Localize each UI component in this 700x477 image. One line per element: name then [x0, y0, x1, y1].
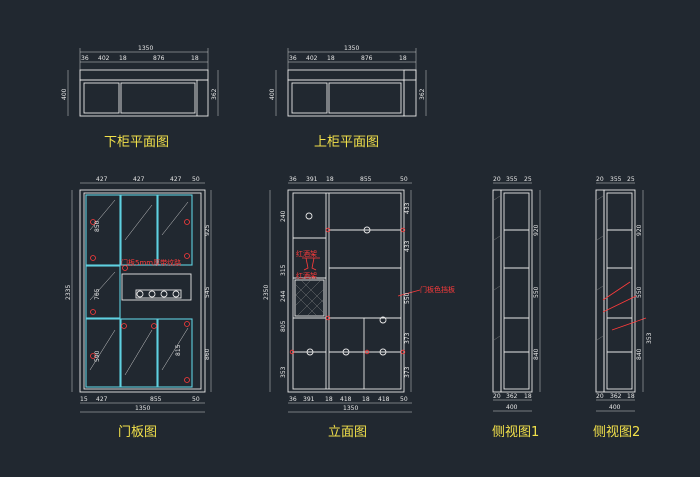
svg-text:20: 20 — [596, 393, 604, 400]
svg-text:18: 18 — [627, 393, 635, 400]
upper-plan-title: 上柜平面图 — [314, 135, 379, 150]
svg-text:418: 418 — [340, 396, 352, 403]
side-view-2: 20 355 25 920 550 840 353 20 362 18 400 … — [593, 176, 653, 440]
elevation-drawing: 36 391 18 855 50 红酒架 红酒架 — [263, 176, 455, 440]
svg-text:1350: 1350 — [344, 45, 359, 52]
svg-text:418: 418 — [378, 396, 390, 403]
svg-text:925: 925 — [204, 224, 211, 236]
svg-text:545: 545 — [204, 286, 211, 298]
svg-text:765: 765 — [94, 288, 101, 300]
svg-text:18: 18 — [191, 55, 199, 62]
svg-text:353: 353 — [646, 332, 653, 344]
svg-text:876: 876 — [361, 55, 373, 62]
svg-text:50: 50 — [400, 396, 408, 403]
svg-text:855: 855 — [360, 176, 372, 183]
svg-text:362: 362 — [610, 393, 622, 400]
svg-text:400: 400 — [609, 404, 621, 411]
svg-text:红酒架: 红酒架 — [296, 271, 317, 280]
door-title: 门板图 — [118, 425, 157, 440]
svg-text:391: 391 — [303, 396, 315, 403]
svg-text:18: 18 — [119, 55, 127, 62]
svg-text:240: 240 — [280, 210, 287, 222]
svg-text:1350: 1350 — [343, 405, 358, 412]
svg-text:920: 920 — [533, 224, 540, 236]
svg-text:402: 402 — [306, 55, 318, 62]
svg-text:355: 355 — [610, 176, 622, 183]
svg-text:402: 402 — [98, 55, 110, 62]
upper-cabinet-plan: 1350 36 402 18 876 18 400 362 上柜平面图 — [269, 45, 427, 150]
svg-text:550: 550 — [636, 286, 643, 298]
lower-plan-title: 下柜平面图 — [104, 135, 169, 150]
svg-text:244: 244 — [280, 290, 287, 302]
svg-text:805: 805 — [280, 320, 287, 332]
svg-text:315: 315 — [280, 264, 287, 276]
svg-text:36: 36 — [289, 55, 297, 62]
svg-text:815: 815 — [175, 344, 182, 356]
svg-text:18: 18 — [326, 176, 334, 183]
door-panel-drawing: 427 427 427 50 — [65, 176, 212, 440]
side1-title: 侧视图1 — [492, 425, 539, 440]
door-note: 门板5mm厚带纹路 — [121, 258, 181, 267]
svg-text:400: 400 — [506, 404, 518, 411]
svg-text:15: 15 — [80, 396, 88, 403]
elevation-title: 立面图 — [328, 425, 367, 440]
svg-text:850: 850 — [94, 220, 101, 232]
svg-text:20: 20 — [596, 176, 604, 183]
svg-text:433: 433 — [404, 240, 411, 252]
svg-text:362: 362 — [211, 88, 218, 100]
side-view-1: 20 355 25 920 550 840 20 362 18 400 侧视图1 — [492, 176, 541, 440]
svg-text:840: 840 — [533, 348, 540, 360]
svg-text:25: 25 — [627, 176, 635, 183]
svg-text:18: 18 — [399, 55, 407, 62]
svg-text:36: 36 — [289, 176, 297, 183]
svg-text:840: 840 — [636, 348, 643, 360]
svg-text:362: 362 — [506, 393, 518, 400]
svg-text:427: 427 — [96, 396, 108, 403]
svg-text:433: 433 — [404, 202, 411, 214]
svg-text:550: 550 — [533, 286, 540, 298]
svg-text:400: 400 — [269, 88, 276, 100]
svg-text:400: 400 — [61, 88, 68, 100]
svg-text:860: 860 — [204, 348, 211, 360]
svg-text:36: 36 — [289, 396, 297, 403]
svg-text:1350: 1350 — [135, 405, 150, 412]
svg-text:427: 427 — [133, 176, 145, 183]
svg-text:427: 427 — [170, 176, 182, 183]
svg-text:50: 50 — [192, 176, 200, 183]
svg-text:355: 355 — [506, 176, 518, 183]
svg-text:362: 362 — [419, 88, 426, 100]
svg-text:550: 550 — [404, 292, 411, 304]
svg-text:20: 20 — [493, 176, 501, 183]
svg-text:50: 50 — [192, 396, 200, 403]
svg-text:18: 18 — [524, 393, 532, 400]
svg-text:18: 18 — [325, 396, 333, 403]
side2-title: 侧视图2 — [593, 425, 640, 440]
svg-text:2350: 2350 — [263, 285, 270, 300]
svg-text:590: 590 — [94, 350, 101, 362]
svg-text:920: 920 — [636, 224, 643, 236]
svg-text:373: 373 — [404, 366, 411, 378]
svg-text:855: 855 — [150, 396, 162, 403]
svg-text:18: 18 — [327, 55, 335, 62]
svg-text:353: 353 — [280, 366, 287, 378]
svg-text:50: 50 — [400, 176, 408, 183]
lower-cabinet-plan: 1350 36 402 18 876 18 400 362 下柜平面图 — [61, 45, 219, 150]
svg-text:25: 25 — [524, 176, 532, 183]
svg-text:36: 36 — [81, 55, 89, 62]
dim-overall: 1350 — [138, 45, 153, 52]
svg-text:2335: 2335 — [65, 285, 72, 300]
svg-text:391: 391 — [306, 176, 318, 183]
svg-text:18: 18 — [362, 396, 370, 403]
svg-text:红酒架: 红酒架 — [296, 249, 317, 258]
color-panel-note: 门板色挡板 — [420, 285, 455, 294]
svg-text:373: 373 — [404, 332, 411, 344]
svg-text:876: 876 — [153, 55, 165, 62]
svg-text:427: 427 — [96, 176, 108, 183]
svg-text:20: 20 — [493, 393, 501, 400]
